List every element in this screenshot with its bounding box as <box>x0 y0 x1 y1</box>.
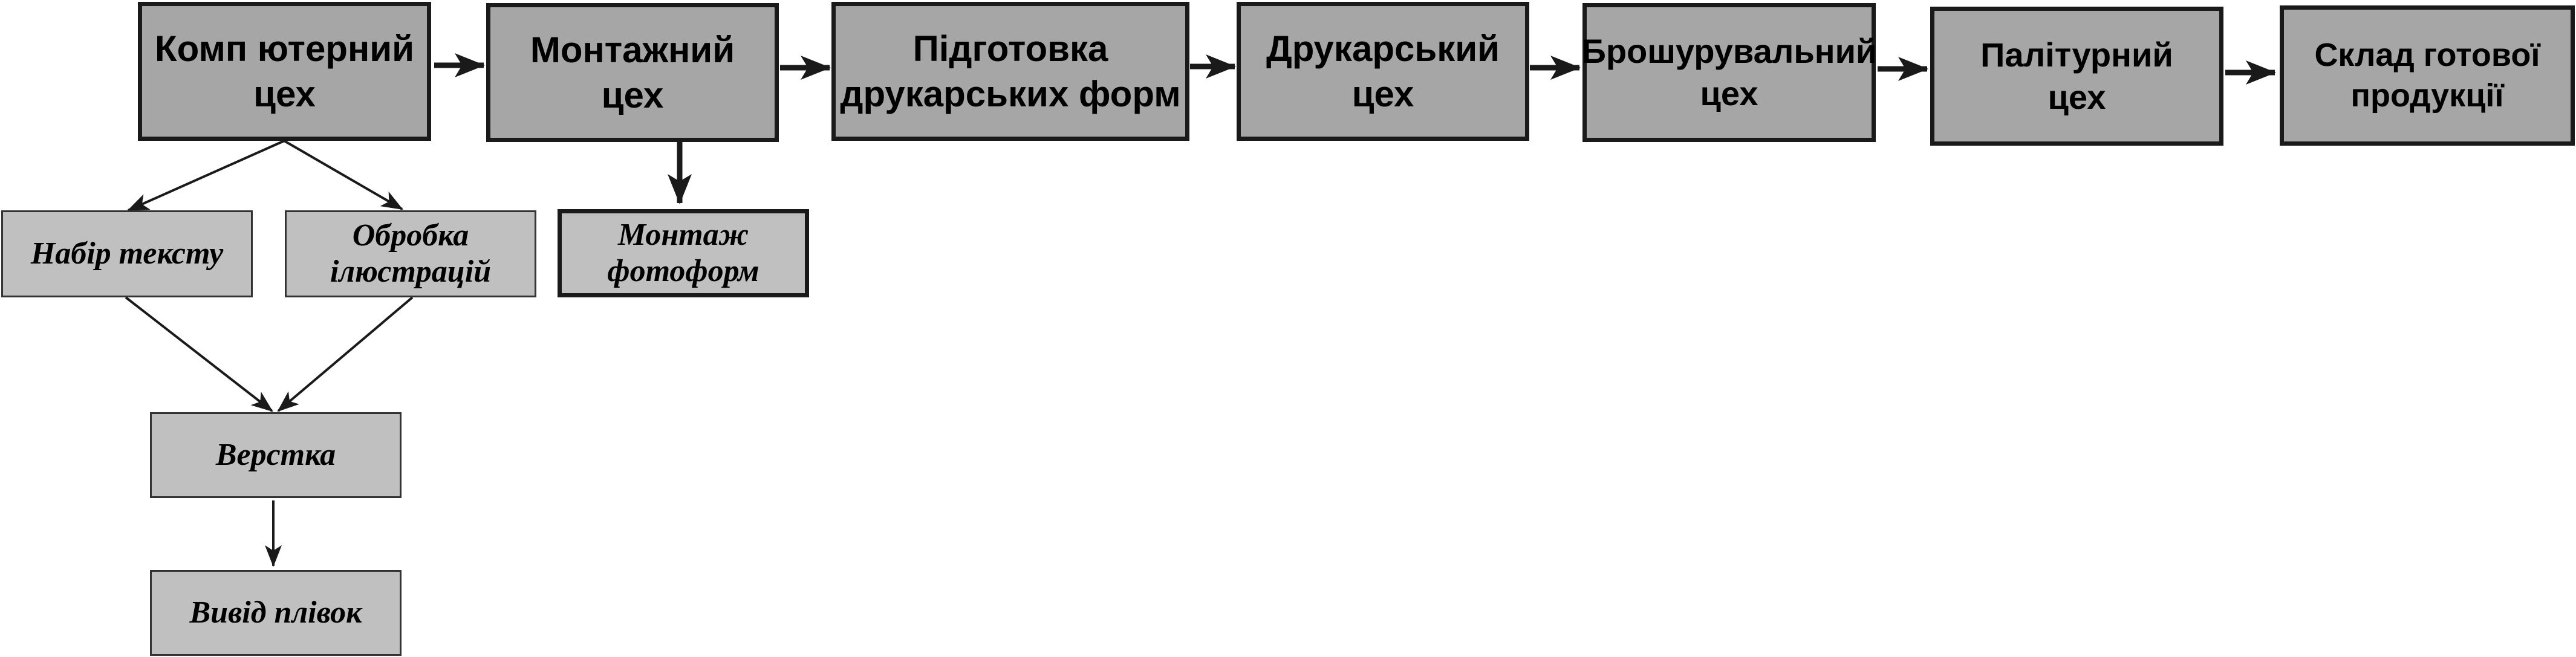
box-finished-goods-warehouse-label: Склад готової продукції <box>2314 36 2540 114</box>
box-text-typing-label: Набір тексту <box>30 236 224 271</box>
arrow-illustrations-to-layout <box>277 296 414 412</box>
box-illustration-processing-label: Обробка ілюстрацій <box>330 218 492 289</box>
box-assembly-workshop-label: Монтажний цех <box>530 30 735 115</box>
box-hardcover-workshop: Палітурний цех <box>1930 7 2223 146</box>
box-photoform-assembly-label: Монтаж фотоформ <box>607 218 759 288</box>
arrow-computer-to-typing <box>127 140 285 212</box>
box-photoform-assembly: Монтаж фотоформ <box>558 209 809 297</box>
box-computer-workshop: Комп ютерний цех <box>138 2 431 141</box>
box-film-output-label: Вивід плівок <box>189 595 362 630</box>
box-binding-workshop-label: Брошурувальний цех <box>1581 32 1877 112</box>
box-computer-workshop-label: Комп ютерний цех <box>155 28 414 114</box>
box-hardcover-workshop-label: Палітурний цех <box>1980 36 2173 116</box>
box-printing-workshop: Друкарський цех <box>1237 2 1529 141</box>
box-illustration-processing: Обробка ілюстрацій <box>285 210 536 297</box>
box-film-output: Вивід плівок <box>150 570 402 656</box>
box-prepress-label: Підготовка друкарських форм <box>840 28 1181 114</box>
box-layout-label: Верстка <box>215 438 336 473</box>
box-layout: Верстка <box>150 412 402 498</box>
arrow-typing-to-layout <box>125 296 273 412</box>
box-prepress: Підготовка друкарських форм <box>831 2 1189 141</box>
arrow-computer-to-illustrations <box>283 140 403 210</box>
box-assembly-workshop: Монтажний цех <box>486 3 779 142</box>
box-printing-workshop-label: Друкарський цех <box>1266 28 1500 114</box>
box-binding-workshop: Брошурувальний цех <box>1582 3 1876 142</box>
box-text-typing: Набір тексту <box>1 210 253 297</box>
box-finished-goods-warehouse: Склад готової продукції <box>2280 5 2575 146</box>
